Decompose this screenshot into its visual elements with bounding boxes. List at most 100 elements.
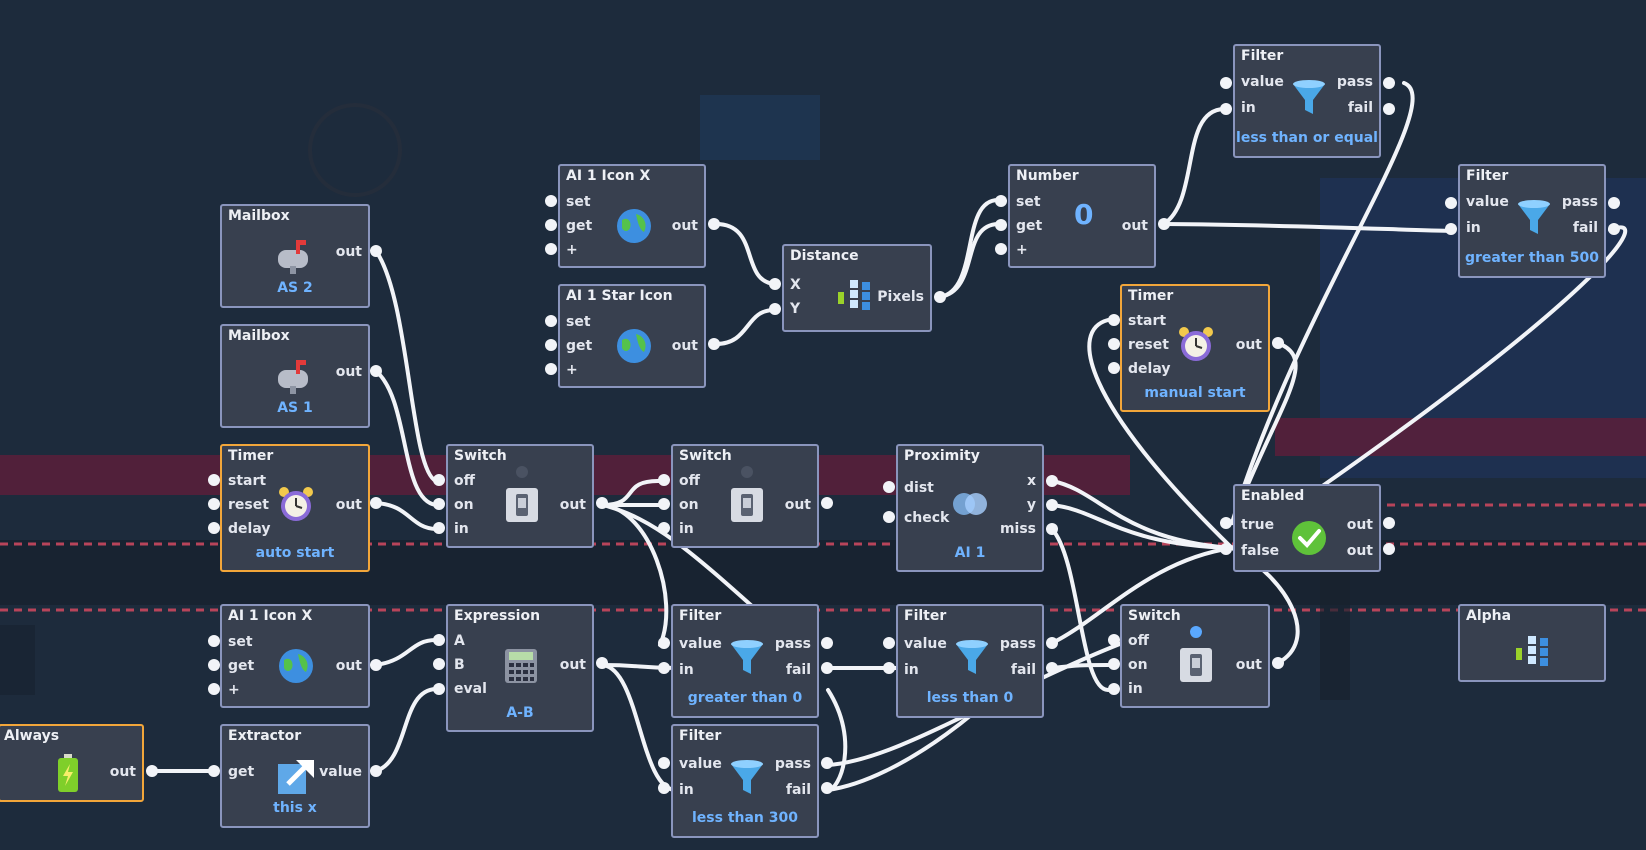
miss-port[interactable] — [1046, 523, 1058, 535]
out-port[interactable] — [708, 218, 720, 230]
reset-port[interactable] — [1108, 338, 1120, 350]
out-port[interactable] — [1272, 337, 1284, 349]
get-port[interactable] — [208, 659, 220, 671]
filter-node-greater-than-0[interactable]: Filter value in pass fail greater than 0 — [671, 604, 819, 718]
x-port[interactable] — [769, 278, 781, 290]
reset-port[interactable] — [208, 498, 220, 510]
off-port[interactable] — [433, 474, 445, 486]
plus-port[interactable] — [545, 363, 557, 375]
out-port[interactable] — [1383, 543, 1395, 555]
extractor-node[interactable]: Extractor get value this x — [220, 724, 370, 828]
number-node[interactable]: Number set get + 0 out — [1008, 164, 1156, 268]
dist-port[interactable] — [883, 481, 895, 493]
fail-port[interactable] — [1383, 103, 1395, 115]
out-port[interactable] — [596, 657, 608, 669]
value-port[interactable] — [370, 765, 382, 777]
ai-star-icon-node[interactable]: AI 1 Star Icon set get + out — [558, 284, 706, 388]
switch-node-3[interactable]: Switch off on in out — [1120, 604, 1270, 708]
in-port[interactable] — [658, 522, 670, 534]
ai-icon-x-node-top[interactable]: AI 1 Icon X set get + out — [558, 164, 706, 268]
in-port[interactable] — [1220, 103, 1232, 115]
in-port[interactable] — [658, 662, 670, 674]
out-port[interactable] — [1158, 218, 1170, 230]
value-port[interactable] — [1220, 77, 1232, 89]
value-port[interactable] — [1445, 197, 1457, 209]
plus-port[interactable] — [995, 243, 1007, 255]
filter-node-greater-than-500[interactable]: Filter value in pass fail greater than 5… — [1458, 164, 1606, 278]
plus-port[interactable] — [208, 683, 220, 695]
y-port[interactable] — [769, 303, 781, 315]
out-port[interactable] — [370, 245, 382, 257]
off-port[interactable] — [1108, 634, 1120, 646]
timer-node-auto-start[interactable]: Timer start reset delay out auto start — [220, 444, 370, 572]
fail-port[interactable] — [1046, 662, 1058, 674]
get-port[interactable] — [545, 219, 557, 231]
true-port[interactable] — [1220, 517, 1232, 529]
in-port[interactable] — [1108, 683, 1120, 695]
delay-port[interactable] — [1108, 362, 1120, 374]
pass-port[interactable] — [821, 637, 833, 649]
timer-node-manual-start[interactable]: Timer start reset delay out manual start — [1120, 284, 1270, 412]
alpha-node[interactable]: Alpha — [1458, 604, 1606, 682]
value-port[interactable] — [883, 637, 895, 649]
pass-port[interactable] — [821, 757, 833, 769]
eval-port[interactable] — [433, 683, 445, 695]
filter-node-less-than-300[interactable]: Filter value in pass fail less than 300 — [671, 724, 819, 838]
b-port[interactable] — [433, 658, 445, 670]
filter-node-less-than-0[interactable]: Filter value in pass fail less than 0 — [896, 604, 1044, 718]
out-port[interactable] — [370, 659, 382, 671]
switch-node-2[interactable]: Switch off on in out — [671, 444, 819, 548]
start-port[interactable] — [208, 474, 220, 486]
proximity-node[interactable]: Proximity dist check x y miss AI 1 — [896, 444, 1044, 572]
filter-node-less-than-or-equal[interactable]: Filter value in pass fail less than or e… — [1233, 44, 1381, 158]
out-port[interactable] — [1383, 517, 1395, 529]
ai-icon-x-node-bottom[interactable]: AI 1 Icon X set get + out — [220, 604, 370, 708]
in-port[interactable] — [1445, 223, 1457, 235]
out-port[interactable] — [146, 765, 158, 777]
value-port[interactable] — [658, 757, 670, 769]
out-port[interactable] — [708, 338, 720, 350]
out-port[interactable] — [370, 365, 382, 377]
distance-node[interactable]: Distance X Y Pixels — [782, 244, 932, 332]
check-port[interactable] — [883, 511, 895, 523]
expression-node[interactable]: Expression A B eval out A-B — [446, 604, 594, 732]
get-port[interactable] — [995, 219, 1007, 231]
set-port[interactable] — [545, 195, 557, 207]
get-port[interactable] — [545, 339, 557, 351]
fail-port[interactable] — [821, 782, 833, 794]
switch-node-1[interactable]: Switch off on in out — [446, 444, 594, 548]
in-port[interactable] — [658, 782, 670, 794]
value-port[interactable] — [658, 637, 670, 649]
pixels-port[interactable] — [934, 291, 946, 303]
pass-port[interactable] — [1608, 197, 1620, 209]
in-port[interactable] — [883, 662, 895, 674]
set-port[interactable] — [995, 195, 1007, 207]
mailbox-node-as1[interactable]: Mailbox out AS 1 — [220, 324, 370, 428]
x-port[interactable] — [1046, 475, 1058, 487]
on-port[interactable] — [658, 498, 670, 510]
start-port[interactable] — [1108, 314, 1120, 326]
y-port[interactable] — [1046, 499, 1058, 511]
pass-port[interactable] — [1046, 637, 1058, 649]
pass-port[interactable] — [1383, 77, 1395, 89]
get-port[interactable] — [208, 765, 220, 777]
plus-port[interactable] — [545, 243, 557, 255]
delay-port[interactable] — [208, 522, 220, 534]
on-port[interactable] — [433, 498, 445, 510]
on-port[interactable] — [1108, 658, 1120, 670]
out-port[interactable] — [1272, 657, 1284, 669]
out-port[interactable] — [821, 497, 833, 509]
set-port[interactable] — [545, 315, 557, 327]
out-port[interactable] — [370, 497, 382, 509]
off-port[interactable] — [658, 474, 670, 486]
mailbox-node-as2[interactable]: Mailbox out AS 2 — [220, 204, 370, 308]
set-port[interactable] — [208, 635, 220, 647]
a-port[interactable] — [433, 634, 445, 646]
out-port[interactable] — [596, 497, 608, 509]
enabled-node[interactable]: Enabled true false out out — [1233, 484, 1381, 572]
fail-port[interactable] — [1608, 223, 1620, 235]
false-port[interactable] — [1220, 543, 1232, 555]
always-node[interactable]: Always out — [0, 724, 144, 802]
fail-port[interactable] — [821, 662, 833, 674]
in-port[interactable] — [433, 522, 445, 534]
